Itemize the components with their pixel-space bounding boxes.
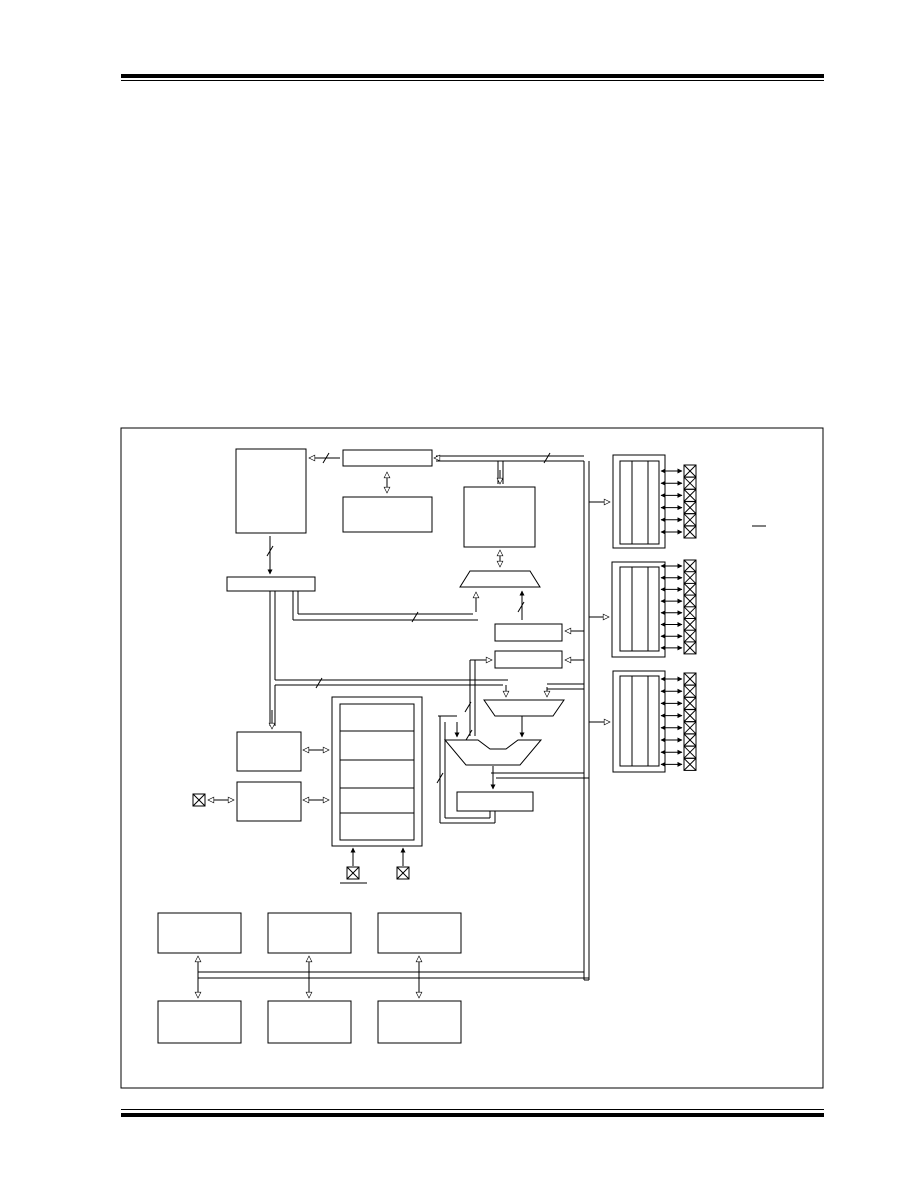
buses [198, 455, 590, 981]
top-rule-thick [121, 74, 824, 78]
block-upper-left-tall [235, 448, 307, 534]
block-bottom-2 [267, 912, 352, 954]
alu [443, 739, 543, 766]
pins [192, 464, 697, 880]
block-lower-small [456, 791, 534, 812]
block-upper-mid-right [463, 486, 536, 548]
block-top-bar [342, 449, 433, 467]
block-bottom-6 [377, 1000, 462, 1044]
block-bottom-3 [377, 912, 462, 954]
diagram-frame [120, 427, 824, 1089]
mux-lower [483, 699, 565, 717]
top-rule-thin [121, 80, 824, 81]
register-file-inner [339, 703, 415, 841]
mux-upper [459, 570, 541, 588]
bottom-rule-thin [121, 1109, 824, 1110]
bottom-rule-thick [121, 1113, 824, 1117]
block-left-b [236, 781, 302, 822]
block-bottom-4 [157, 1000, 242, 1044]
block-wide-bar [226, 576, 316, 592]
block-under-top-bar [342, 496, 433, 533]
block-bottom-5 [267, 1000, 352, 1044]
block-left-a [236, 731, 302, 772]
block-bottom-1 [157, 912, 242, 954]
block-small-a [494, 623, 563, 642]
block-small-b [494, 650, 563, 669]
